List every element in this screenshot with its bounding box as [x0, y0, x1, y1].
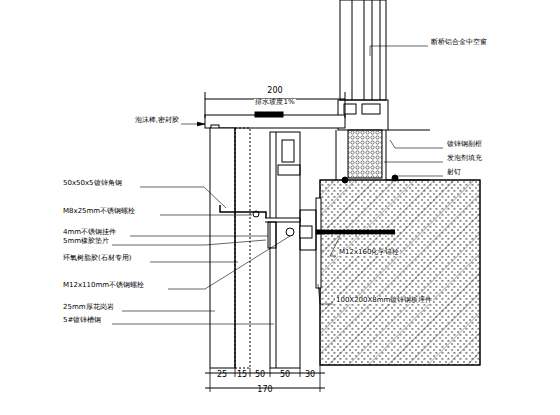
dimension-label: 50: [254, 371, 266, 379]
dimension-label: 30: [304, 371, 316, 379]
callout-label: 5mm橡胶垫片: [62, 238, 110, 245]
callout-label: 50x50x5镀锌角钢: [62, 180, 123, 187]
callout-label: 镀锌钢副框: [446, 141, 483, 148]
callout-label: M8x25mm不锈钢螺栓: [62, 208, 136, 215]
callout-label: M12x160化学锚栓: [338, 249, 400, 256]
callout-label: 泡沫棒,密封胶: [134, 117, 180, 124]
dimension-label: 200: [266, 87, 283, 95]
callout-label: 100X200X8mm镀锌钢板埋件: [335, 297, 433, 304]
callout-label: M12x110mm不锈钢螺栓: [62, 282, 145, 289]
callout-label: 射钉: [446, 169, 462, 176]
dimension-label: 25: [216, 371, 228, 379]
callout-label: 25mm厚花岗岩: [62, 304, 115, 311]
callout-label: 5#镀锌槽钢: [62, 317, 102, 324]
callout-label: 发泡剂填充: [446, 155, 483, 162]
dimension-label: 170: [256, 386, 273, 394]
callout-label: 4mm不锈钢挂件: [62, 229, 117, 236]
callout-label: 断桥铝合金中空窗: [430, 39, 488, 46]
callout-label: 环氧树脂胶(石材专用): [62, 255, 132, 262]
dimension-label: 15: [236, 371, 248, 379]
dimension-label: 50: [279, 371, 291, 379]
callout-label: 排水坡度1%: [254, 99, 295, 106]
